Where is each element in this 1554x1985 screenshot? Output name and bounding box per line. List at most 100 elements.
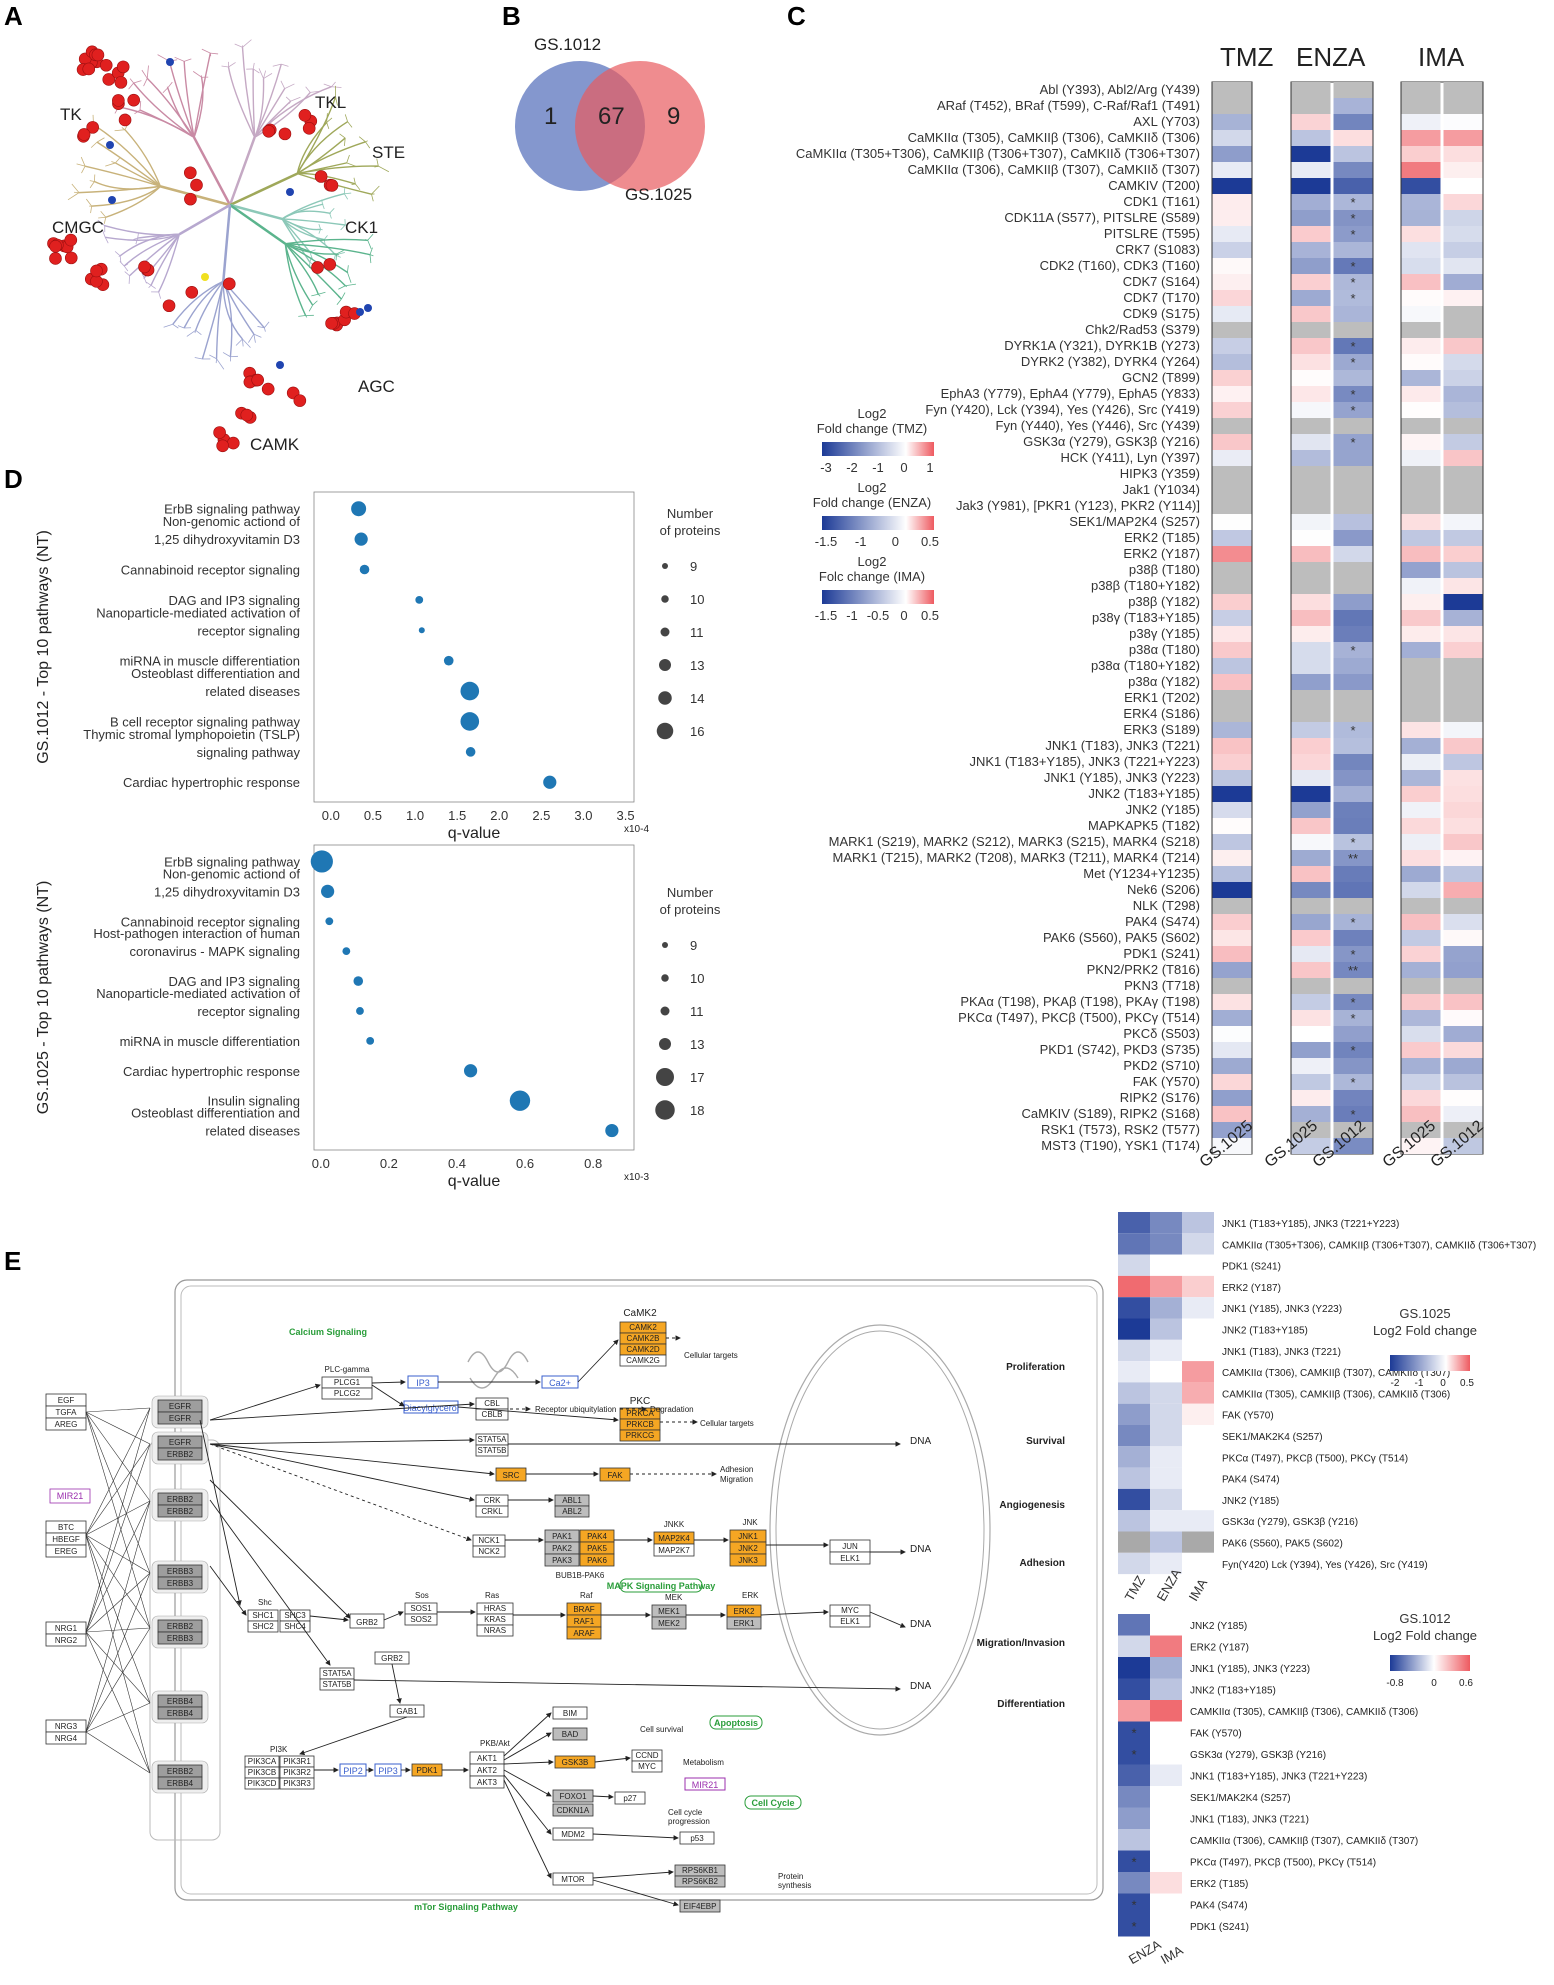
shc-box-label: SHC3 [284,1611,306,1620]
heatmap-cell [1291,1010,1331,1026]
dag-label: Diacylglycerol [403,1403,459,1413]
heatmap-cell [1333,882,1373,898]
heatmap-cell [1333,546,1373,562]
kinome-hit-dot [216,439,229,453]
heatmap-e1-cell [1182,1382,1214,1404]
tree-leaf [344,121,348,125]
protein-synth-label-1: Protein [778,1872,803,1881]
group-header-ima: IMA [1418,42,1465,72]
tree-leaf [202,355,204,360]
adhesion-label: Adhesion [720,1465,753,1474]
heatmap-row-label: CDK1 (T161) [1123,194,1200,209]
venn-overlap-count: 67 [598,103,625,130]
tree-branch [178,203,231,236]
raf-label: Raf [580,1591,593,1600]
heatmap-e2-tick: -0.8 [1386,1678,1404,1689]
heatmap-cell [1401,882,1441,898]
heatmap-cell [1443,418,1483,434]
pathway-dot [443,655,454,666]
heatmap-e2-cell [1150,1915,1182,1937]
receptor-box [157,1776,203,1790]
legend-value: 14 [690,691,704,706]
arrow [85,1534,151,1629]
heatmap-cell [1443,658,1483,674]
heatmap-c-row-labels: Abl (Y393), Abl2/Arg (Y439)ARaf (T452), … [796,82,1200,1153]
significance-star: * [1131,1898,1136,1913]
tree-leaf [167,81,173,89]
heatmap-cell [1401,450,1441,466]
tree-branch [252,68,256,138]
heatmap-cell [1291,754,1331,770]
heatmap-cell [1291,850,1331,866]
heatmap-row-label: Fyn (Y420), Lck (Y394), Yes (Y426), Src … [925,402,1200,417]
heatmap-row-label: Jak1 (Y1034) [1123,482,1200,497]
heatmap-cell [1333,626,1373,642]
crk-box-label: CRKL [481,1507,503,1516]
heatmap-cell [1291,930,1331,946]
heatmap-row-label: p38γ (Y185) [1129,626,1200,641]
tree-leaf [344,193,349,200]
heatmap-cell [1212,674,1252,690]
heatmap-e2-tick: 0 [1431,1678,1437,1689]
tree-leaf [104,237,109,244]
heatmap-row-label: PAK6 (S560), PAK5 (S602) [1043,930,1200,945]
tree-leaf [242,338,251,348]
significance-star: ** [1348,963,1358,978]
pathway-dot [353,976,364,986]
tree-leaf [367,233,374,241]
receptor-box-label: ERBB2 [167,1767,194,1776]
heatmap-row-label: JNK2 (T183+Y185) [1088,786,1200,801]
tree-branch [167,87,195,138]
legend-title: of proteins [660,902,721,917]
bad-box-label: BAD [562,1730,579,1739]
heatmap-cell [1443,834,1483,850]
significance-star: * [1131,1855,1136,1870]
heatmap-cell [1333,370,1373,386]
heatmap-cell [1443,946,1483,962]
tree-leaf [97,219,105,226]
pkc-box-label: PRKCB [626,1420,654,1429]
heatmap-cell [1401,1058,1441,1074]
heatmap-cell [1291,962,1331,978]
legend-colorbar [822,590,934,604]
pathway-label: Thymic stromal lymphopoietin (TSLP) [83,727,300,742]
significance-star: * [1350,723,1355,738]
heatmap-e1-cell [1118,1531,1150,1553]
heatmap-cell [1212,210,1252,226]
tree-leaf [322,204,325,210]
significance-star: * [1350,1011,1355,1026]
kinome-blue-dot [364,304,372,312]
mir21-label-2: MIR21 [692,1780,719,1790]
heatmap-e1-cell [1118,1212,1150,1234]
eif4ebp-box-label: EIF4EBP [684,1902,717,1911]
heatmap-cell [1212,786,1252,802]
pathway-arrow [209,1443,495,1477]
x-axis-exponent: x10-4 [624,824,649,835]
pathway-label: ErbB signaling pathway [164,854,300,869]
heatmap-cell [1212,818,1252,834]
panel-letter-b: B [502,1,521,31]
heatmap-e1-cell [1182,1446,1214,1468]
heatmap-e1-cell [1150,1297,1182,1319]
pathway-dot [356,1007,364,1015]
kinome-hit-dot [251,373,264,387]
heatmap-cell [1443,386,1483,402]
arrow [85,1534,151,1704]
heatmap-row-label: MARK1 (S219), MARK2 (S212), MARK3 (S215)… [829,834,1200,849]
heatmap-cell [1291,898,1331,914]
legend-colorbar [822,516,934,530]
pathway-label: Cannabinoid receptor signaling [121,914,300,929]
tree-branch [124,129,162,187]
heatmap-cell [1333,786,1373,802]
heatmap-cell [1401,898,1441,914]
tree-branch [281,210,330,220]
heatmap-e1-cell [1182,1254,1214,1276]
receptor-box-label: ERBB4 [167,1779,194,1788]
heatmap-cell [1333,242,1373,258]
heatmap-cell [1291,866,1331,882]
tree-leaf [281,63,289,67]
tree-leaf [253,333,256,343]
pathway-dot [605,1123,619,1138]
heatmap-cell [1291,162,1331,178]
tree-leaf [317,293,321,297]
